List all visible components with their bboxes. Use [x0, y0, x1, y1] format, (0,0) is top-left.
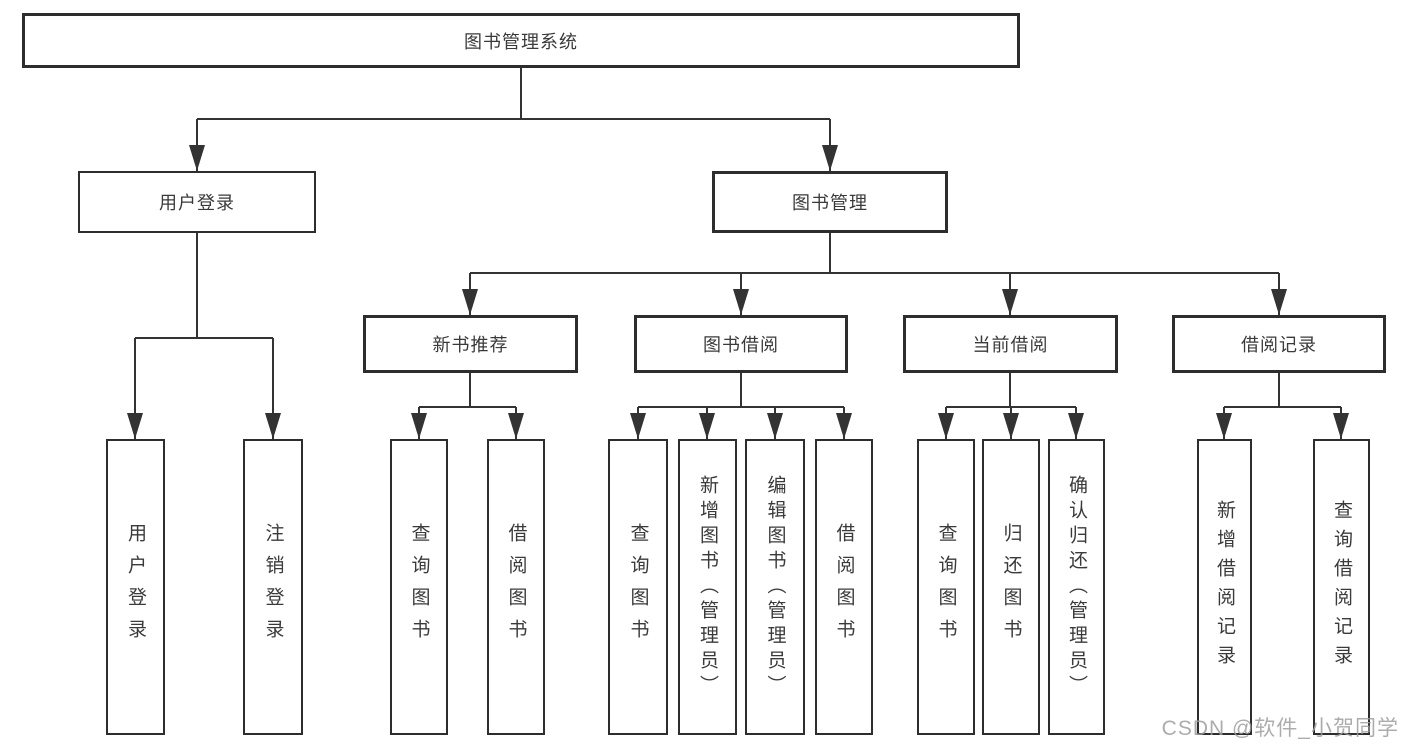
node-label: 图书借阅	[703, 335, 779, 355]
node-label: 借阅图书	[833, 523, 855, 651]
node-label: 用户登录	[125, 523, 146, 651]
node-label: 查询借阅记录	[1331, 500, 1352, 674]
node-label: 查询图书	[935, 523, 957, 651]
node-label: 借阅记录	[1241, 335, 1317, 355]
node-book-borrowing: 图书借阅	[634, 315, 848, 373]
node-label: 新增借阅记录	[1214, 500, 1235, 674]
node-logout: 注销登录	[243, 439, 303, 735]
node-label: 图书管理	[792, 193, 868, 213]
node-query-books-current: 查询图书	[917, 439, 975, 735]
node-confirm-return-admin: 确认归还（管理员）	[1048, 439, 1105, 735]
node-add-books-admin: 新增图书（管理员）	[678, 439, 737, 735]
node-label: 确认归还（管理员）	[1066, 474, 1087, 700]
node-user-login-leaf: 用户登录	[106, 439, 165, 735]
node-book-management: 图书管理	[712, 171, 948, 233]
node-current-borrowing: 当前借阅	[903, 315, 1118, 373]
node-return-books: 归还图书	[982, 439, 1040, 735]
node-label: 注销登录	[262, 523, 284, 651]
node-label: 编辑图书（管理员）	[764, 474, 786, 700]
node-query-books-borrowing: 查询图书	[608, 439, 668, 735]
node-label: 查询图书	[408, 523, 430, 651]
csdn-watermark: CSDN @软件_小贺同学	[1161, 717, 1399, 740]
node-label: 新书推荐	[432, 335, 509, 355]
node-label: 借阅图书	[505, 523, 527, 651]
node-label: 图书管理系统	[464, 31, 578, 52]
node-query-books-recommend: 查询图书	[390, 439, 448, 735]
node-label: 新增图书（管理员）	[697, 474, 718, 700]
node-borrow-books-borrowing: 借阅图书	[815, 439, 873, 735]
node-label: 归还图书	[1000, 523, 1022, 651]
node-label: 当前借阅	[972, 335, 1049, 355]
node-query-borrow-record: 查询借阅记录	[1313, 439, 1370, 735]
node-add-borrow-record: 新增借阅记录	[1197, 439, 1252, 735]
node-new-book-recommendation: 新书推荐	[363, 315, 578, 373]
node-user-login: 用户登录	[78, 171, 316, 233]
node-borrowing-records: 借阅记录	[1172, 315, 1386, 373]
node-label: 查询图书	[627, 523, 649, 651]
node-library-management-system: 图书管理系统	[22, 13, 1020, 68]
node-borrow-books-recommend: 借阅图书	[487, 439, 545, 735]
node-label: 用户登录	[159, 193, 235, 213]
node-edit-books-admin: 编辑图书（管理员）	[745, 439, 805, 735]
